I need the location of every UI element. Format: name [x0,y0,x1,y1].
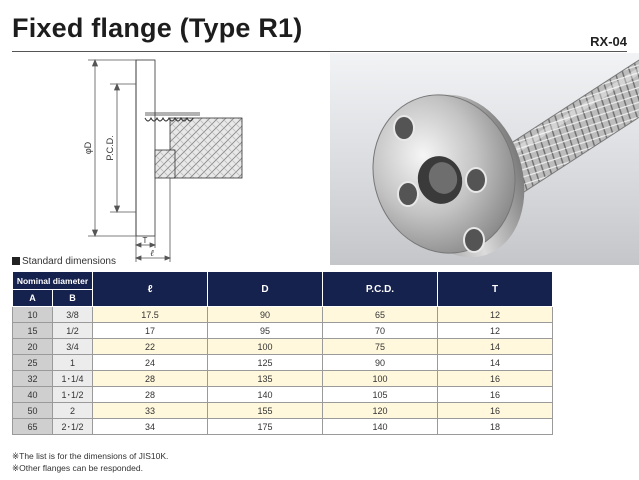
cell-b: 2･1/2 [51,418,94,435]
cell-outer-diameter: 90 [207,306,324,323]
cell-outer-diameter: 95 [207,322,324,339]
cell-outer-diameter: 155 [207,402,324,419]
table-row: 10 3/8 17.5 90 65 12 [12,306,554,323]
table-row: 50 2 33 155 120 16 [12,402,554,419]
header-outer-diameter: D [207,271,324,307]
footnote-other-flanges: ※Other flanges can be responded. [12,463,143,473]
cell-b: 1･1/2 [51,386,94,403]
cell-b: 3/4 [51,338,94,355]
flange-drawing [88,58,243,262]
product-figure: φD P.C.D. T ℓ [83,53,639,265]
cell-pcd: 105 [322,386,439,403]
header-a: A [12,289,53,307]
header-b: B [51,289,94,307]
page-title: Fixed flange (Type R1) [12,13,303,43]
cell-thickness: 12 [437,322,554,339]
cell-a: 40 [12,386,53,403]
cell-a: 25 [12,354,53,371]
cell-thickness: 14 [437,354,554,371]
cell-length: 34 [92,418,209,435]
cell-thickness: 18 [437,418,554,435]
dim-label-thickness: T [143,236,148,245]
cell-pcd: 70 [322,322,439,339]
cell-a: 10 [12,306,53,323]
header-nominal-diameter: Nominal diameter [11,271,94,290]
cell-length: 17 [92,322,209,339]
cell-b: 2 [51,402,94,419]
cell-thickness: 12 [437,306,554,323]
cell-pcd: 140 [322,418,439,435]
cell-a: 65 [12,418,53,435]
cell-length: 28 [92,370,209,387]
cell-pcd: 90 [322,354,439,371]
cell-thickness: 16 [437,370,554,387]
cell-pcd: 120 [322,402,439,419]
cell-thickness: 14 [437,338,554,355]
table-row: 65 2･1/2 34 175 140 18 [12,418,554,435]
cell-a: 32 [12,370,53,387]
cell-length: 17.5 [92,306,209,323]
header-length: ℓ [92,271,209,307]
cell-length: 33 [92,402,209,419]
table-row: 40 1･1/2 28 140 105 16 [12,386,554,403]
dim-label-pcd: P.C.D. [105,135,115,160]
cell-a: 20 [12,338,53,355]
title-divider [12,51,627,52]
cell-length: 22 [92,338,209,355]
header-pcd: P.C.D. [322,271,439,307]
square-bullet-icon [12,257,20,265]
document-code: RX-04 [590,34,627,49]
cell-length: 28 [92,386,209,403]
cell-pcd: 100 [322,370,439,387]
dim-label-length: ℓ [150,248,154,258]
footnote-jis: ※The list is for the dimensions of JIS10… [12,451,169,461]
dim-label-outer-diameter: φD [83,141,93,154]
cell-outer-diameter: 135 [207,370,324,387]
cell-outer-diameter: 100 [207,338,324,355]
dimensions-table: Nominal diameter ℓ D P.C.D. T A B 10 3/8… [11,271,554,435]
cell-outer-diameter: 140 [207,386,324,403]
table-row: 20 3/4 22 100 75 14 [12,338,554,355]
cell-pcd: 65 [322,306,439,323]
cell-b: 1/2 [51,322,94,339]
flange-photo [372,94,525,258]
cell-outer-diameter: 175 [207,418,324,435]
section-label: Standard dimensions [12,256,116,267]
cell-thickness: 16 [437,386,554,403]
cell-b: 1･1/4 [51,370,94,387]
cell-a: 15 [12,322,53,339]
table-row: 15 1/2 17 95 70 12 [12,322,554,339]
cell-pcd: 75 [322,338,439,355]
cell-b: 1 [51,354,94,371]
cell-thickness: 16 [437,402,554,419]
header-thickness: T [437,271,554,307]
table-row: 25 1 24 125 90 14 [12,354,554,371]
section-label-text: Standard dimensions [22,256,116,267]
cell-length: 24 [92,354,209,371]
cell-outer-diameter: 125 [207,354,324,371]
cell-a: 50 [12,402,53,419]
cell-b: 3/8 [51,306,94,323]
table-row: 32 1･1/4 28 135 100 16 [12,370,554,387]
